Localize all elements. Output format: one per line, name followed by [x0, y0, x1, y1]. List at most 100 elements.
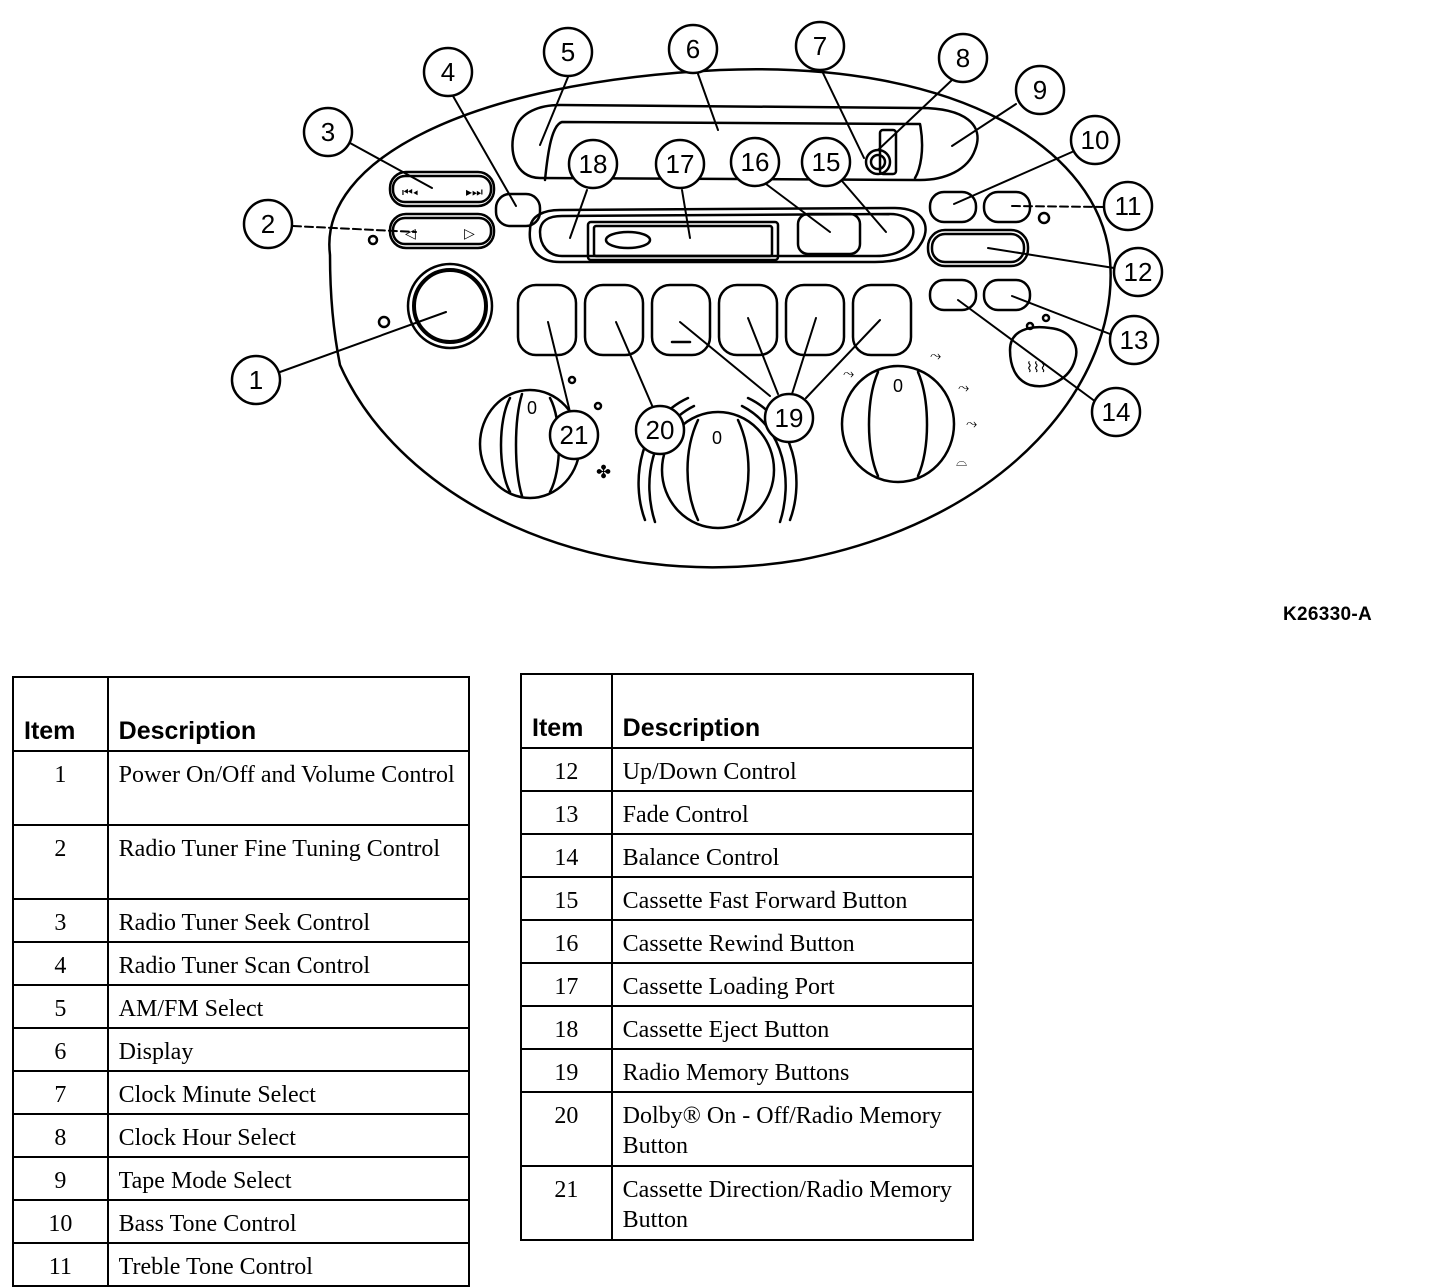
item-description: Treble Tone Control [106, 1242, 471, 1287]
callout-5: 5 [542, 26, 594, 78]
svg-text:6: 6 [686, 34, 700, 64]
item-description: Tape Mode Select [106, 1156, 471, 1201]
clock-hour-knob [864, 148, 892, 176]
seek-buttons: ⏮◂ ▸⏭ [388, 170, 496, 208]
item-number: 8 [12, 1113, 109, 1158]
svg-text:18: 18 [579, 149, 608, 179]
callout-16: 16 [729, 136, 781, 188]
svg-text:17: 17 [666, 149, 695, 179]
callout-7: 7 [794, 20, 846, 72]
svg-text:20: 20 [646, 415, 675, 445]
svg-text:14: 14 [1102, 397, 1131, 427]
svg-text:⤳: ⤳ [966, 415, 977, 431]
item-number: 4 [12, 941, 109, 986]
table-header-row: Item Description [520, 673, 975, 749]
fine-tuning-buttons: ◁ ▷ [367, 212, 496, 250]
radio-control-panel-diagram: ⏮◂ ▸⏭ ◁ ▷ ⌇⌇⌇ [230, 20, 1164, 569]
item-description: AM/FM Select [106, 984, 471, 1029]
item-number: 15 [520, 876, 613, 921]
callout-1: 1 [230, 354, 282, 406]
item-description: Fade Control [610, 790, 975, 835]
item-description: Clock Hour Select [106, 1113, 471, 1158]
item-number: 11 [12, 1242, 109, 1287]
item-description: Dolby® On - Off/Radio Memory Button [610, 1091, 975, 1167]
callout-9: 9 [1014, 64, 1066, 116]
tone-buttons [926, 190, 1051, 331]
item-header: Item [12, 676, 109, 752]
svg-text:19: 19 [775, 403, 804, 433]
item-number: 3 [12, 898, 109, 943]
svg-text:10: 10 [1081, 125, 1110, 155]
callout-19: 19 [763, 392, 815, 444]
table-header-row: Item Description [12, 676, 471, 752]
item-description: Cassette Rewind Button [610, 919, 975, 964]
item-number: 2 [12, 824, 109, 900]
callout-6: 6 [667, 23, 719, 75]
svg-text:11: 11 [1115, 191, 1142, 221]
fan-speed-knob: 0 ✤ [478, 375, 611, 500]
svg-text:⌓: ⌓ [956, 453, 967, 469]
svg-text:⤳: ⤳ [930, 347, 941, 363]
svg-text:✤: ✤ [596, 462, 611, 482]
callout-21: 21 [548, 409, 600, 461]
svg-text:21: 21 [560, 420, 589, 450]
svg-text:0: 0 [527, 398, 537, 418]
callout-12: 12 [1112, 246, 1164, 298]
item-number: 5 [12, 984, 109, 1029]
item-number: 19 [520, 1048, 613, 1093]
callout-2: 2 [242, 198, 294, 250]
svg-text:9: 9 [1033, 75, 1047, 105]
item-description: Display [106, 1027, 471, 1072]
svg-text:3: 3 [321, 117, 335, 147]
callout-4: 4 [422, 46, 474, 98]
svg-text:⤳: ⤳ [843, 365, 854, 381]
item-number: 17 [520, 962, 613, 1007]
svg-text:▸⏭: ▸⏭ [466, 185, 483, 199]
scan-button [494, 192, 542, 228]
item-number: 14 [520, 833, 613, 878]
callout-3: 3 [302, 106, 354, 158]
item-description: Cassette Fast Forward Button [610, 876, 975, 921]
callout-17: 17 [654, 138, 706, 190]
callout-8: 8 [937, 32, 989, 84]
svg-text:8: 8 [956, 43, 970, 73]
cassette-deck [528, 206, 927, 264]
display-bezel [511, 103, 979, 182]
description-header: Description [106, 676, 471, 752]
svg-text:2: 2 [261, 209, 275, 239]
item-number: 10 [12, 1199, 109, 1244]
item-description: Up/Down Control [610, 747, 975, 792]
temperature-knob: 0 [637, 396, 798, 530]
svg-text:7: 7 [813, 31, 827, 61]
defrost-indicator: ⌇⌇⌇ [1008, 326, 1078, 388]
item-number: 12 [520, 747, 613, 792]
item-description: Radio Tuner Seek Control [106, 898, 471, 943]
item-number: 16 [520, 919, 613, 964]
callout-10: 10 [1069, 114, 1121, 166]
panel-outline [328, 68, 1112, 569]
item-description: Cassette Loading Port [610, 962, 975, 1007]
svg-text:0: 0 [712, 428, 722, 448]
callout-13: 13 [1108, 314, 1160, 366]
preset-buttons [516, 283, 913, 357]
svg-text:5: 5 [561, 37, 575, 67]
svg-text:16: 16 [741, 147, 770, 177]
description-header: Description [610, 673, 975, 749]
callout-15: 15 [800, 136, 852, 188]
item-description: Power On/Off and Volume Control [106, 750, 471, 826]
svg-text:⏮◂: ⏮◂ [402, 185, 418, 199]
leader-lines [279, 70, 1115, 413]
